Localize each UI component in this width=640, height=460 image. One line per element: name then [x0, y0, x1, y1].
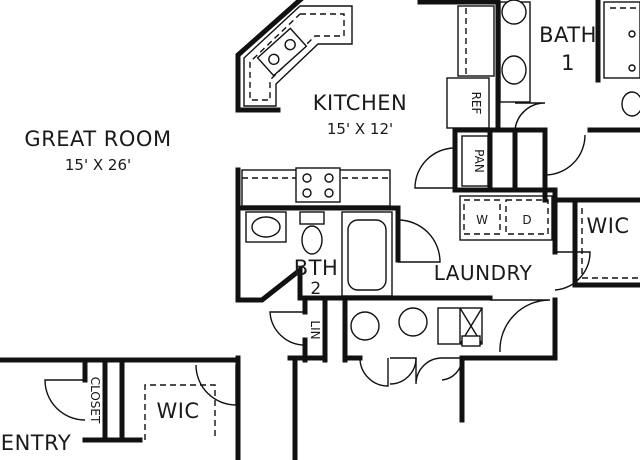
hall-closets	[350, 307, 483, 347]
dryer-label: D	[522, 213, 531, 227]
closet-label: CLOSET	[88, 377, 102, 424]
doors	[44, 102, 591, 421]
labels: GREAT ROOM 15' X 26' KITCHEN 15' X 12' B…	[1, 23, 629, 455]
bath2-fixtures	[245, 211, 393, 297]
great-room-label: GREAT ROOM	[24, 127, 171, 151]
wic-bottom-shelving	[144, 384, 216, 440]
wic-right-label: WIC	[586, 214, 629, 238]
kitchen-fixtures	[241, 5, 495, 207]
washer-label: W	[476, 213, 488, 227]
kitchen-label: KITCHEN	[313, 91, 408, 115]
laundry-label: LAUNDRY	[434, 261, 533, 285]
lin-label: LIN	[308, 320, 322, 339]
bath1-label: BATH	[539, 23, 597, 47]
kitchen-dimensions: 15' X 12'	[327, 120, 393, 138]
wic-bottom-label: WIC	[156, 399, 199, 423]
pan-label: PAN	[472, 149, 486, 173]
great-room-dimensions: 15' X 26'	[65, 156, 131, 174]
bath2-label: BTH	[294, 256, 339, 280]
entry-label: ENTRY	[1, 431, 71, 455]
bath2-number: 2	[310, 279, 321, 299]
wic-right-shelving	[581, 208, 640, 279]
laundry-fixtures	[459, 195, 553, 241]
bath1-number: 1	[561, 51, 575, 75]
bath1-fixtures	[499, 0, 640, 117]
ref-label: REF	[469, 92, 483, 115]
